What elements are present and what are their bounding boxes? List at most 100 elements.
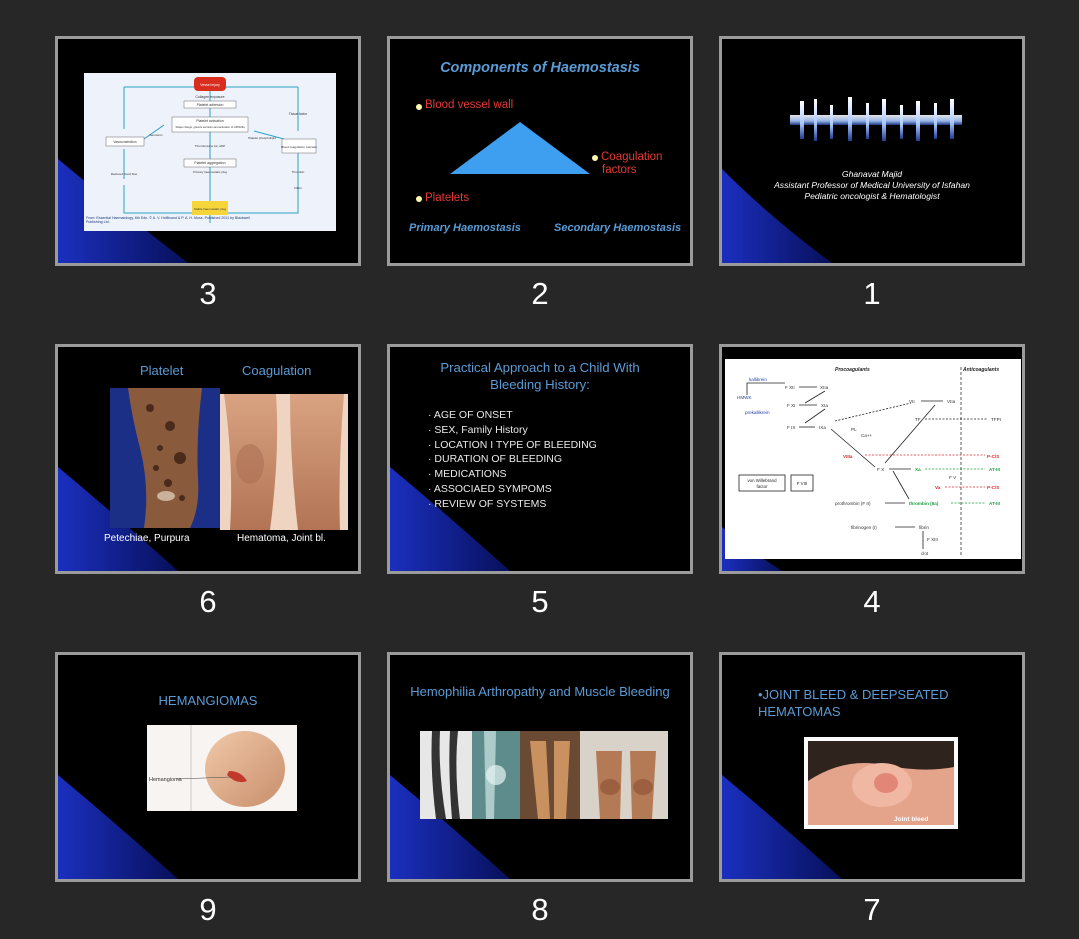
joint-bleed-label: Joint bleed xyxy=(894,816,928,823)
diagram-label: prekallikrein xyxy=(745,410,770,415)
slide-number-4: 4 xyxy=(863,584,881,619)
platelet-heading: Platelet xyxy=(140,363,184,378)
diagram-label: Ca++ xyxy=(861,433,873,438)
slide-title: Components of Haemostasis xyxy=(440,60,640,76)
diagram-label: clot xyxy=(921,551,929,556)
slide-background-swoosh xyxy=(722,527,782,571)
list-item: LOCATION I TYPE OF BLEEDING xyxy=(428,438,596,453)
flow-node: Platelet aggregation xyxy=(194,161,225,165)
diagram-label: von Willebrand xyxy=(747,478,777,483)
diagram-label: AT-III xyxy=(989,501,1000,506)
slide-title: Hemophilia Arthropathy and Muscle Bleedi… xyxy=(410,684,670,699)
slide-number-3: 3 xyxy=(199,276,217,311)
slide-title: •JOINT BLEED & DEEPSEATED HEMATOMAS xyxy=(758,686,948,720)
procoagulants-label: Procoagulants xyxy=(835,367,870,373)
diagram-label: VIIIa xyxy=(843,454,853,459)
bullet-dot xyxy=(592,155,598,161)
diagram-label: VIIa xyxy=(947,399,956,404)
slide-thumbnail-5[interactable]: Practical Approach to a Child With Bleed… xyxy=(387,344,693,574)
coagulation-heading: Coagulation xyxy=(242,363,312,378)
diagram-label: P-C/S xyxy=(987,454,999,459)
coag-line-2: factors xyxy=(602,164,637,176)
petechiae-caption: Petechiae, Purpura xyxy=(104,533,190,544)
slide-thumbnail-4[interactable]: Procoagulants Anticoagulants kallikrein … xyxy=(719,344,1025,574)
hematoma-photo xyxy=(220,394,348,530)
flow-node: Stable haemostatic plug xyxy=(194,207,226,211)
diagram-label: F X xyxy=(877,467,884,472)
platelets-label: Platelets xyxy=(425,192,470,204)
diagram-label: thrombin (IIa) xyxy=(909,501,939,506)
slide-thumbnail-3[interactable]: Vessel injury Collagen exposure Platelet… xyxy=(55,36,361,266)
flow-node: Collagen exposure xyxy=(195,95,224,99)
author-specialty: Pediatric oncologist & Hematologist xyxy=(804,191,940,202)
flow-node: Reduced blood flow xyxy=(111,172,138,176)
list-item: DURATION OF BLEEDING xyxy=(428,452,597,467)
diagram-label: kallikrein xyxy=(749,377,767,382)
calligraphy-logo xyxy=(790,97,962,141)
joint-bleed-photo: Joint bleed xyxy=(804,737,958,829)
coagulation-cascade-diagram: Procoagulants Anticoagulants kallikrein … xyxy=(725,359,1021,559)
author-title: Assistant Professor of Medical Universit… xyxy=(774,180,970,191)
figure-credit: From: Essential Haematology, 6th Edn. © … xyxy=(86,216,250,225)
diagram-label: Va xyxy=(935,485,941,490)
diagram-label: P-C/S xyxy=(987,485,999,490)
list-item: ASSOCIAED SYMPOMS xyxy=(428,482,597,497)
diagram-label: F XI xyxy=(787,403,795,408)
diagram-label: fibrinogen (I) xyxy=(851,525,877,530)
vessel-wall-label: Blood vessel wall xyxy=(425,99,514,111)
petechiae-photo xyxy=(110,388,220,528)
slide-thumbnail-1[interactable]: Ghanavat Majid Assistant Professor of Me… xyxy=(719,36,1025,266)
diagram-label: F V xyxy=(949,475,957,480)
flowchart-image: Vessel injury Collagen exposure Platelet… xyxy=(84,73,336,231)
slide-number-5: 5 xyxy=(531,584,549,619)
title-line-1: •JOINT BLEED & DEEPSEATED xyxy=(758,687,949,702)
title-line-1: Practical Approach to a Child With xyxy=(440,360,640,375)
coag-line-1: Coagulation xyxy=(601,151,663,163)
diagram-label: F XII xyxy=(785,385,795,390)
flow-node: Thromboxane A2, ADP xyxy=(195,144,226,148)
title-line-2: HEMATOMAS xyxy=(758,704,841,719)
slide-number-1: 1 xyxy=(863,276,881,311)
diagram-label: F XIII xyxy=(927,537,938,542)
flow-node: Primary haemostatic plug xyxy=(193,170,227,174)
slide-thumbnail-8[interactable]: Hemophilia Arthropathy and Muscle Bleedi… xyxy=(387,652,693,882)
slide-background-swoosh xyxy=(58,775,178,879)
diagram-label: AT-III xyxy=(989,467,1000,472)
secondary-haemostasis-label: Secondary Haemostasis xyxy=(554,222,682,234)
diagram-label: F VIII xyxy=(797,481,808,486)
diagram-label: VII xyxy=(909,399,915,404)
hemangioma-label: Hemangioma xyxy=(149,777,183,783)
anticoagulants-label: Anticoagulants xyxy=(962,367,999,373)
coagulation-factors-label: Coagulation factors xyxy=(601,151,662,177)
slide-title: HEMANGIOMAS xyxy=(158,693,258,708)
slide-thumbnail-2[interactable]: Components of Haemostasis Blood vessel w… xyxy=(387,36,693,266)
list-item: AGE OF ONSET xyxy=(428,408,597,423)
list-item: MEDICATIONS xyxy=(428,467,597,482)
slide-background-swoosh xyxy=(722,169,832,263)
slide-thumbnail-6[interactable]: Platelet Coagulation Petechiae, Purpura … xyxy=(55,344,361,574)
flow-node: Blood coagulation cascade xyxy=(281,145,317,149)
diagram-label: XIa xyxy=(821,403,828,408)
bullet-dot xyxy=(416,104,422,110)
slide-number-8: 8 xyxy=(531,892,549,927)
flow-node: Vessel injury xyxy=(200,83,220,87)
diagram-label: IXa xyxy=(819,425,826,430)
list-item: REVIEW OF SYSTEMS xyxy=(428,497,597,512)
diagram-label: PL xyxy=(851,427,857,432)
diagram-label: F IX xyxy=(787,425,795,430)
slide-thumbnail-7[interactable]: •JOINT BLEED & DEEPSEATED HEMATOMAS Join… xyxy=(719,652,1025,882)
list-item: SEX, Family History xyxy=(428,423,597,438)
triangle-shape xyxy=(450,122,590,174)
flow-node: Fibrin xyxy=(294,186,302,190)
slide-number-7: 7 xyxy=(863,892,881,927)
diagram-label: fibrin xyxy=(919,525,929,530)
slide-background-swoosh xyxy=(390,467,510,571)
diagram-label: Xa xyxy=(915,467,921,472)
diagram-label: factor xyxy=(757,484,769,489)
history-checklist: AGE OF ONSET SEX, Family History LOCATIO… xyxy=(428,408,597,512)
flow-node: Tissue factor xyxy=(289,112,308,116)
diagram-label: prothrombin (F II) xyxy=(835,501,871,506)
slide-background-swoosh xyxy=(722,775,842,879)
slide-title: Practical Approach to a Child With Bleed… xyxy=(390,359,690,393)
slide-thumbnail-9[interactable]: HEMANGIOMAS Hemangioma xyxy=(55,652,361,882)
